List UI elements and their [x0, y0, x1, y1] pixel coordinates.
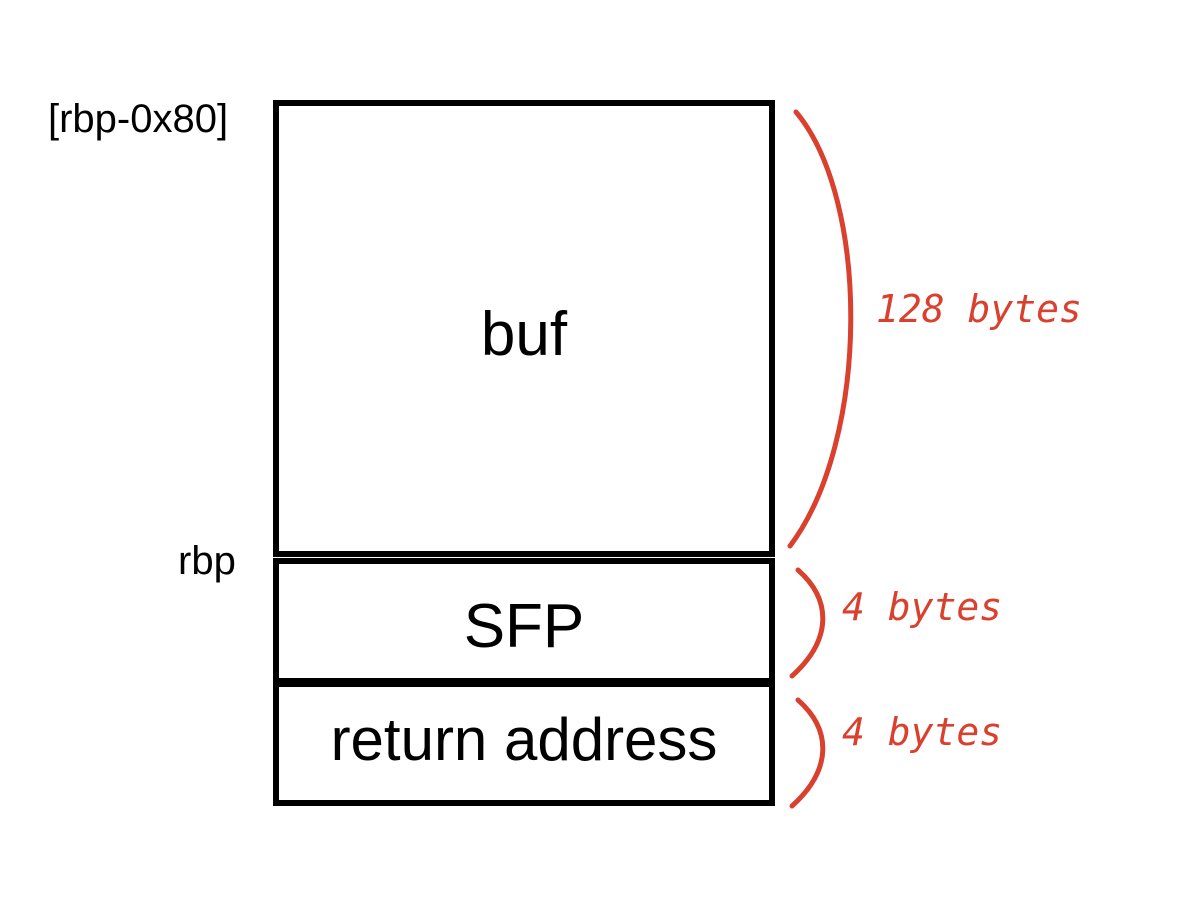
brace-buf	[787, 109, 854, 549]
buf-box	[273, 100, 775, 557]
address-label-rbp-minus-0x80: [rbp-0x80]	[48, 97, 228, 141]
size-label-buf: 128 bytes	[876, 287, 1082, 331]
address-label-rbp: rbp	[178, 539, 236, 583]
return-address-box	[273, 681, 775, 806]
buf-label: buf	[481, 300, 568, 369]
brace-sfp	[789, 567, 826, 679]
size-label-sfp: 4 bytes	[842, 585, 1002, 629]
stack-block-return-address: return address	[273, 681, 775, 806]
sfp-label: SFP	[464, 592, 585, 661]
sfp-box	[273, 558, 775, 684]
size-label-return-address: 4 bytes	[842, 710, 1002, 754]
brace-return-address	[789, 697, 826, 809]
stack-block-sfp: SFP	[273, 558, 775, 684]
return-address-label: return address	[331, 706, 718, 773]
stack-block-buf: buf	[273, 100, 775, 557]
